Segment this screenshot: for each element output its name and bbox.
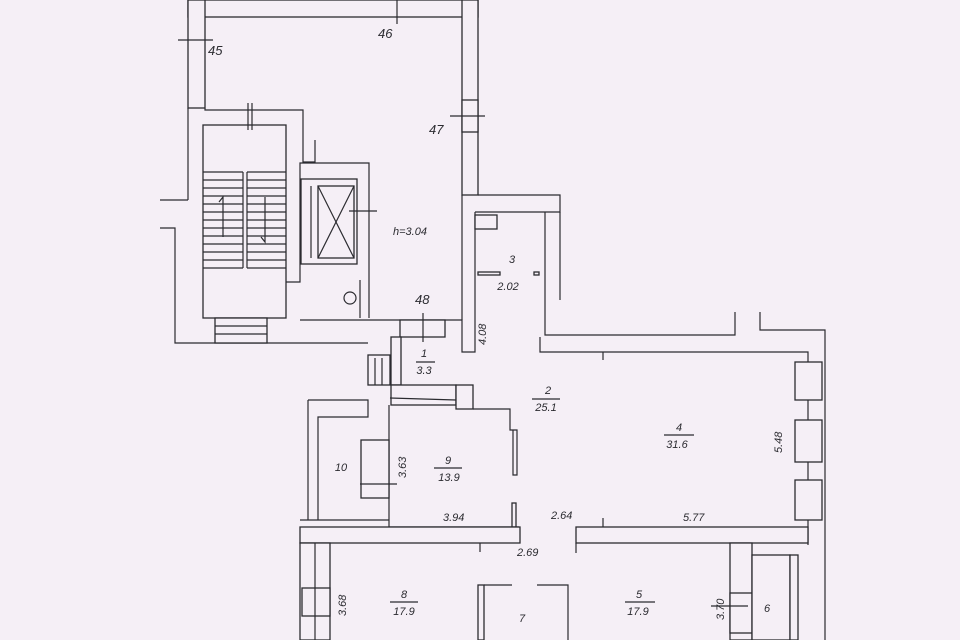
- room-9-number: 9: [445, 455, 451, 467]
- lower-walls: [299, 336, 809, 640]
- window-mark-47: 47: [429, 122, 444, 137]
- room-7-number: 7: [519, 613, 526, 625]
- dim-room9-depth: 3.63: [397, 456, 409, 478]
- room-6-number: 6: [764, 603, 771, 615]
- window-mark-48: 48: [415, 292, 430, 307]
- room-8-number: 8: [401, 589, 408, 601]
- dim-room1-height: 4.08: [477, 323, 489, 345]
- elevator-shaft: [286, 162, 377, 318]
- room-10-number: 10: [335, 462, 348, 474]
- walls: [160, 0, 826, 640]
- room-4-area: 31.6: [666, 439, 688, 451]
- room-5-area: 17.9: [627, 606, 648, 618]
- dim-corridor-width: 2.64: [550, 510, 572, 522]
- room-4-number: 4: [676, 422, 682, 434]
- window-mark-46: 46: [378, 26, 393, 41]
- dim-room4-depth: 5.48: [773, 431, 785, 453]
- dimension-labels: 4.08 5.48 3.63 3.94 2.64 5.77 2.69 3.68 …: [337, 323, 785, 620]
- room-3-number: 3: [509, 254, 516, 266]
- room-5-number: 5: [636, 589, 643, 601]
- dim-room9-width: 3.94: [443, 512, 464, 524]
- room-2-number: 2: [544, 385, 551, 397]
- room-3-area: 2.02: [496, 281, 518, 293]
- riser-icon: [343, 291, 357, 305]
- dim-passage-width: 2.69: [516, 547, 538, 559]
- room-8-area: 17.9: [393, 606, 414, 618]
- dim-room4-width: 5.77: [683, 512, 705, 524]
- staircase: [202, 124, 287, 344]
- window-mark-45: 45: [208, 43, 223, 58]
- dim-room8-depth: 3.68: [337, 594, 349, 616]
- room-9-area: 13.9: [438, 472, 459, 484]
- room-1-number: 1: [421, 348, 427, 360]
- window-ticks: [178, 0, 485, 342]
- room-1-area: 3.3: [416, 365, 432, 377]
- dim-room5-depth: 3.70: [715, 598, 727, 620]
- ceiling-height: h=3.04: [393, 226, 427, 238]
- room-labels: 1 3.3 2 25.1 3 2.02 4 31.6 5 17.9 6 7 8 …: [335, 254, 771, 625]
- room-2-area: 25.1: [534, 402, 556, 414]
